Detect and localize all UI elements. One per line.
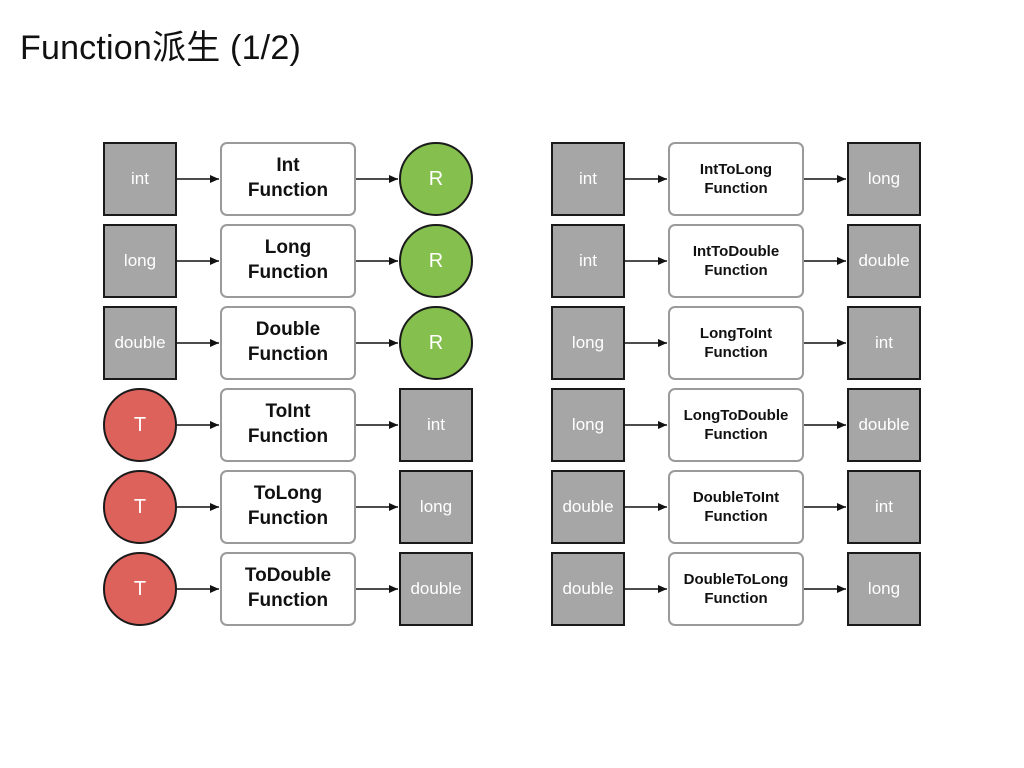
function-label-line: Double: [255, 319, 321, 341]
function-label-line: ToLong: [253, 483, 323, 505]
function-label-line: Function: [247, 180, 329, 201]
left-row-4-input: T: [103, 388, 177, 462]
function-label-line: DoubleToInt: [692, 488, 780, 506]
function-label-line: DoubleToLong: [683, 570, 789, 588]
function-label-line: Function: [247, 426, 329, 447]
left-row-1-output: R: [399, 142, 473, 216]
right-row-2-input: int: [551, 224, 625, 298]
right-row-6-output: long: [847, 552, 921, 626]
left-row-6-input: T: [103, 552, 177, 626]
left-row-5-output: long: [399, 470, 473, 544]
function-label-line: Function: [704, 344, 768, 361]
left-row-1-input: int: [103, 142, 177, 216]
function-label-line: Long: [264, 237, 312, 259]
left-row-3-output: R: [399, 306, 473, 380]
slide-title: Function派生 (1/2): [20, 29, 301, 67]
right-row-1-output: long: [847, 142, 921, 216]
function-label-line: Int: [276, 155, 300, 177]
right-row-3-input: long: [551, 306, 625, 380]
right-row-4-output: double: [847, 388, 921, 462]
right-row-5-output: int: [847, 470, 921, 544]
right-row-4-input: long: [551, 388, 625, 462]
right-row-3-output: int: [847, 306, 921, 380]
right-row-2-output: double: [847, 224, 921, 298]
function-label-line: ToDouble: [244, 565, 332, 587]
function-label-line: Function: [704, 180, 768, 197]
function-label-line: LongToInt: [699, 324, 773, 342]
left-row-4-output: int: [399, 388, 473, 462]
function-label-line: LongToDouble: [683, 406, 789, 424]
left-row-6-output: double: [399, 552, 473, 626]
function-label-line: Function: [704, 426, 768, 443]
left-row-2-input: long: [103, 224, 177, 298]
function-label-line: Function: [247, 508, 329, 529]
function-label-line: Function: [704, 508, 768, 525]
function-label-line: IntToLong: [699, 160, 773, 178]
function-label-line: Function: [247, 262, 329, 283]
function-label-line: IntToDouble: [692, 242, 780, 260]
function-label-line: Function: [704, 262, 768, 279]
left-row-3-input: double: [103, 306, 177, 380]
left-row-2-output: R: [399, 224, 473, 298]
function-label-line: Function: [704, 590, 768, 607]
right-row-5-input: double: [551, 470, 625, 544]
function-label-line: ToInt: [265, 401, 311, 423]
right-row-6-input: double: [551, 552, 625, 626]
function-label-line: Function: [247, 344, 329, 365]
function-label-line: Function: [247, 590, 329, 611]
right-row-1-input: int: [551, 142, 625, 216]
left-row-5-input: T: [103, 470, 177, 544]
